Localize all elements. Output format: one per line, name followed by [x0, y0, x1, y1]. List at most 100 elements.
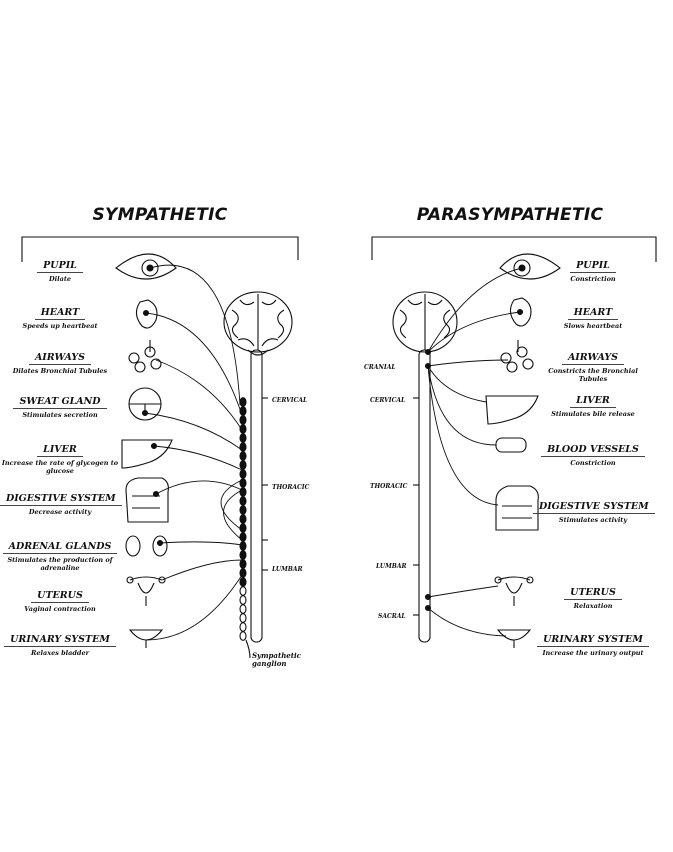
organ-name: SWEAT GLAND — [13, 396, 107, 409]
organ-effect: Stimulates bile release — [551, 410, 635, 418]
organ-effect: Slows heartbeat — [563, 322, 623, 330]
organ-name: BLOOD VESSELS — [541, 444, 645, 457]
organ-name: PUPIL — [37, 260, 83, 273]
organ-label: HEART Speeds up heartbeat — [0, 300, 120, 330]
organ-effect: Speeds up heartbeat — [22, 322, 98, 330]
ganglion-node — [239, 505, 247, 515]
organ-label: DIGESTIVE SYSTEM Stimulates activity — [533, 494, 655, 524]
organ-name: URINARY SYSTEM — [537, 634, 649, 647]
spine-region-label: CERVICAL — [272, 397, 308, 404]
ganglion-node — [239, 433, 247, 443]
spine-region-label: THORACIC — [370, 483, 408, 490]
sympathetic-title: SYMPATHETIC — [92, 205, 228, 225]
ganglion-node — [239, 604, 247, 614]
ganglion-label: Sympathetic ganglion — [252, 651, 301, 668]
organ-label: PUPIL Dilate — [0, 253, 120, 283]
right-intestine-icon — [495, 485, 539, 531]
ganglion-node — [239, 415, 247, 425]
organ-label: LIVER Increase the rate of glycogen to gl… — [0, 437, 120, 475]
organ-name: ADRENAL GLANDS — [2, 541, 118, 554]
right-liver-icon — [485, 395, 539, 425]
uterus-icon — [126, 576, 166, 606]
ganglion-node — [239, 559, 247, 569]
organ-name: UTERUS — [564, 587, 622, 600]
spine-region-label: LUMBAR — [272, 566, 303, 573]
organ-effect: Increase the rate of glycogen to glucose — [1, 459, 119, 475]
organ-name: DIGESTIVE SYSTEM — [533, 501, 655, 514]
organ-name: URINARY SYSTEM — [4, 634, 116, 647]
ganglion-node — [239, 514, 247, 524]
ganglion-node — [239, 442, 247, 452]
ganglion-node — [239, 451, 247, 461]
organ-name: AIRWAYS — [561, 352, 625, 365]
organ-effect: Constricts the Bronchial Tubules — [548, 367, 638, 383]
ganglion-node — [239, 478, 247, 488]
ganglion-node — [239, 622, 247, 632]
organ-effect: Stimulates activity — [558, 516, 628, 524]
organ-name: HEART — [34, 307, 86, 320]
right-heart-icon — [509, 297, 532, 327]
liver-icon — [121, 439, 173, 469]
sympathetic-brain — [223, 291, 293, 356]
blood-vessel-icon — [495, 437, 527, 453]
ganglion-node — [239, 460, 247, 470]
ganglion-node — [239, 496, 247, 506]
organ-effect: Stimulates secretion — [22, 411, 98, 419]
organ-name: HEART — [567, 307, 619, 320]
intestine-icon — [125, 477, 169, 523]
organ-label: AIRWAYS Constricts the Bronchial Tubules — [533, 345, 653, 383]
organ-label: ADRENAL GLANDS Stimulates the production … — [0, 534, 120, 572]
organ-label: AIRWAYS Dilates Bronchial Tubules — [0, 345, 120, 375]
spine-region-label: CERVICAL — [370, 397, 406, 404]
sweat-gland-icon — [128, 387, 162, 421]
ganglion-node — [239, 541, 247, 551]
organ-effect: Dilates Bronchial Tubules — [12, 367, 108, 375]
organ-label: HEART Slows heartbeat — [533, 300, 653, 330]
organ-label: PUPIL Constriction — [533, 253, 653, 283]
spine-region-label: SACRAL — [378, 613, 406, 620]
ganglion-node — [239, 586, 247, 596]
organ-label: SWEAT GLAND Stimulates secretion — [0, 389, 120, 419]
adrenal-icon — [125, 535, 168, 557]
organ-name: AIRWAYS — [28, 352, 92, 365]
ganglion-node — [239, 469, 247, 479]
ganglion-node — [239, 523, 247, 533]
organ-label: DIGESTIVE SYSTEM Decrease activity — [0, 486, 122, 516]
spine-region-label: CRANIAL — [364, 364, 396, 371]
organ-label: URINARY SYSTEM Increase the urinary outpu… — [533, 627, 653, 657]
ganglion-node — [239, 631, 247, 641]
organ-effect: Constriction — [570, 275, 616, 283]
organ-effect: Stimulates the production of adrenaline — [7, 556, 113, 572]
organ-effect: Dilate — [49, 275, 71, 283]
organ-effect: Relaxes bladder — [30, 649, 90, 657]
ganglion-node — [239, 613, 247, 623]
ganglion-node — [239, 397, 247, 407]
lungs-icon — [128, 340, 162, 373]
ganglion-node — [239, 550, 247, 560]
organ-label: URINARY SYSTEM Relaxes bladder — [0, 627, 120, 657]
right-uterus-icon — [494, 576, 534, 606]
ganglion-node — [239, 595, 247, 605]
organ-label: BLOOD VESSELS Constriction — [533, 437, 653, 467]
organ-effect: Constriction — [570, 459, 616, 467]
organ-name: LIVER — [37, 444, 83, 457]
organ-effect: Vaginal contraction — [24, 605, 96, 613]
organ-name: DIGESTIVE SYSTEM — [0, 493, 122, 506]
organ-name: PUPIL — [570, 260, 616, 273]
organ-effect: Decrease activity — [28, 508, 92, 516]
organ-effect: Increase the urinary output — [542, 649, 644, 657]
sympathetic-ganglion-chain — [239, 397, 247, 641]
spine-region-label: LUMBAR — [376, 563, 407, 570]
sympathetic-bracket — [21, 236, 299, 262]
right-bladder-icon — [496, 629, 532, 648]
eye-icon — [115, 253, 177, 280]
parasympathetic-spinal-cord — [418, 349, 431, 643]
parasympathetic-title: PARASYMPATHETIC — [416, 205, 604, 225]
spine-region-label: THORACIC — [272, 484, 310, 491]
ganglion-node — [239, 532, 247, 542]
